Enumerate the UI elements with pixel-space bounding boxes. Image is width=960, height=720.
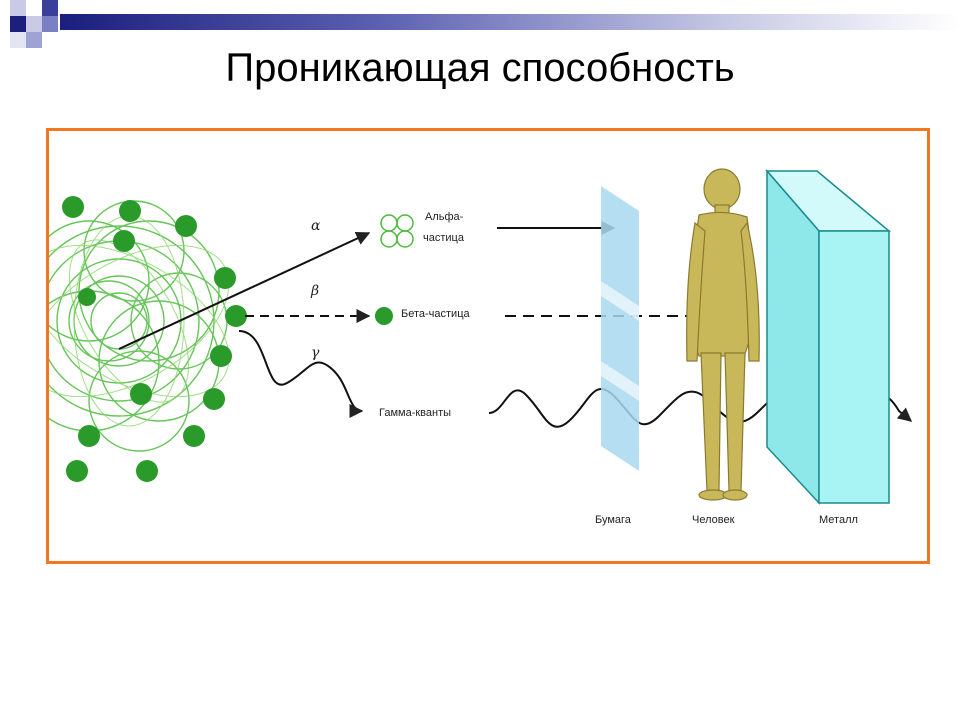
alpha-label-line2: частица xyxy=(423,232,464,244)
radioactive-source xyxy=(49,196,247,482)
alpha-particle-icon xyxy=(380,214,414,248)
metal-block xyxy=(765,168,892,505)
alpha-source-arrow xyxy=(118,231,371,350)
metal-label: Металл xyxy=(819,514,858,526)
header-bar xyxy=(60,14,960,30)
human-figure xyxy=(686,168,760,501)
gamma-label: Гамма-кванты xyxy=(379,407,452,419)
beta-symbol: β xyxy=(311,283,320,299)
gamma-source-wave xyxy=(238,330,364,418)
slide-title: Проникающая способность xyxy=(225,46,735,90)
alpha-label-line1: Альфа- xyxy=(425,211,464,223)
human-label: Человек xyxy=(692,514,735,526)
corner-decoration xyxy=(0,0,80,60)
diagram-frame: α β γ Альфа- частица Бета-частица Гамма-… xyxy=(46,128,930,564)
nucleus-particles xyxy=(62,196,247,482)
beta-label: Бета-частица xyxy=(401,308,470,320)
paper-barrier xyxy=(601,186,639,471)
paper-label: Бумага xyxy=(595,514,631,526)
gamma-symbol: γ xyxy=(311,345,320,361)
alpha-symbol: α xyxy=(311,218,321,234)
beta-particle-icon xyxy=(375,307,393,325)
penetration-diagram xyxy=(49,168,913,505)
